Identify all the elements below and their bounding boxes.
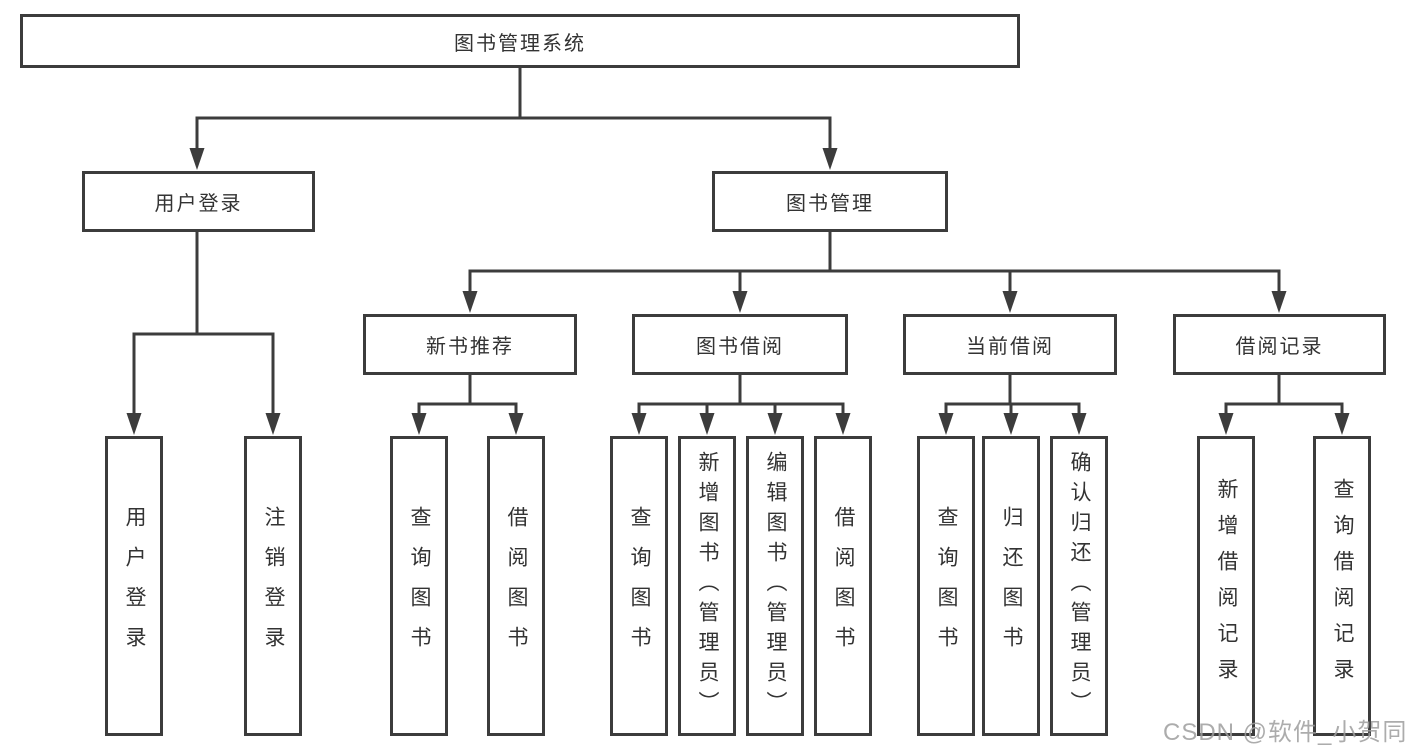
leaf-logout: 注销登录 [244, 436, 302, 736]
leaf-add-books-admin: 新增图书（管理员） [678, 436, 736, 736]
node-book-management: 图书管理 [712, 171, 948, 232]
node-new-book-recommendation: 新书推荐 [363, 314, 577, 375]
leaf-borrow-books-recommend: 借阅图书 [487, 436, 545, 736]
node-user-login: 用户登录 [82, 171, 315, 232]
node-current-borrowing: 当前借阅 [903, 314, 1117, 375]
leaf-add-borrow-record: 新增借阅记录 [1197, 436, 1255, 736]
leaf-query-books-current: 查询图书 [917, 436, 975, 736]
node-borrowing-records: 借阅记录 [1173, 314, 1386, 375]
node-book-borrowing: 图书借阅 [632, 314, 848, 375]
arrowheads [126, 148, 1350, 435]
leaf-confirm-return-admin: 确认归还（管理员） [1050, 436, 1108, 736]
leaf-borrow-books-borrowing: 借阅图书 [814, 436, 872, 736]
leaf-query-borrow-record: 查询借阅记录 [1313, 436, 1371, 736]
leaf-query-books-borrowing: 查询图书 [610, 436, 668, 736]
leaf-user-login: 用户登录 [105, 436, 163, 736]
leaf-edit-books-admin: 编辑图书（管理员） [746, 436, 804, 736]
leaf-return-books: 归还图书 [982, 436, 1040, 736]
node-library-management-system: 图书管理系统 [20, 14, 1020, 68]
leaf-query-books-recommend: 查询图书 [390, 436, 448, 736]
watermark: CSDN @软件_小贺同学 [1163, 719, 1405, 746]
